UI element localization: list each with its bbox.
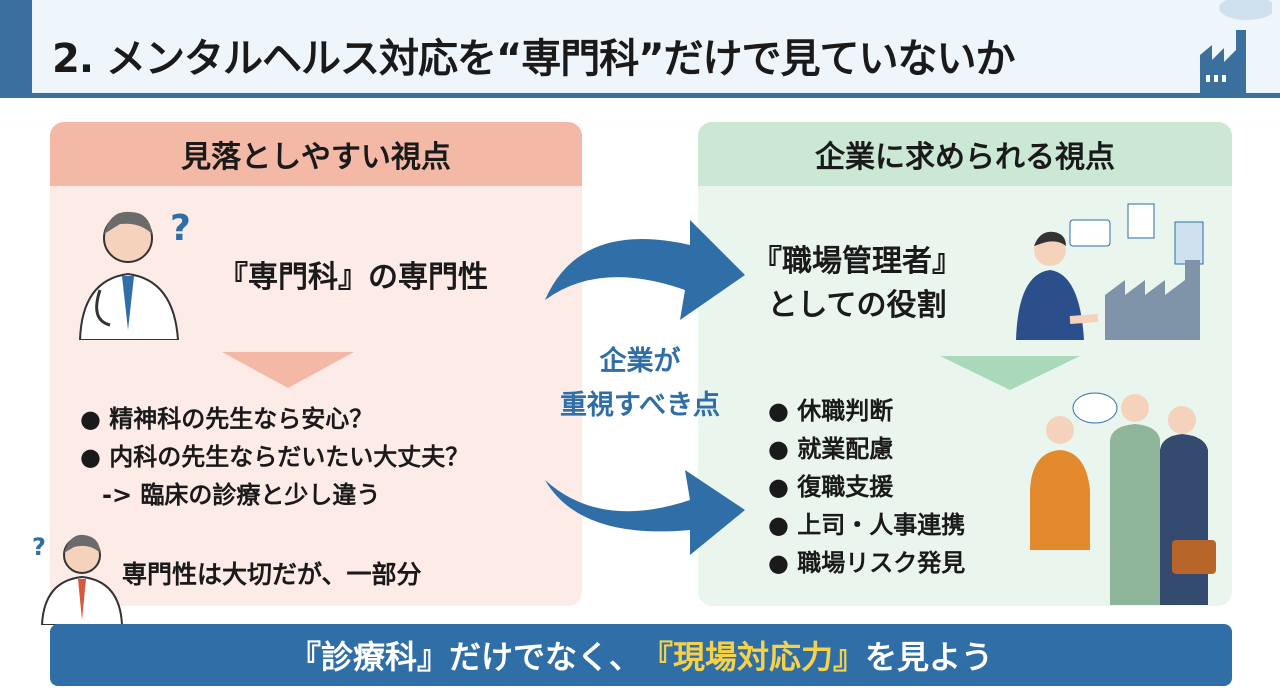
doctor-question-icon: ? [78, 208, 191, 340]
handshake-illustration [1030, 392, 1216, 605]
flow-arrows [545, 220, 745, 555]
doctor-small-icon: ? [32, 533, 124, 625]
center-label: 企業が重視すべき点 [559, 346, 721, 421]
left-footnote: 専門性は大切だが、一部分 [122, 560, 422, 589]
down-arrow-left [222, 352, 354, 388]
banner-text-2: を見よう [865, 638, 994, 676]
title-accent-bar [0, 0, 32, 98]
banner-highlight: 『現場対応力』 [640, 638, 865, 676]
right-bullet: ● 復職支援 [768, 473, 894, 501]
left-label: 『専門科』の専門性 [218, 260, 488, 295]
left-arrow-note: -> 臨床の診療と少し違う [102, 481, 381, 509]
right-label: 『職場管理者』としての役割 [752, 244, 962, 323]
right-bullet: ● 休職判断 [768, 397, 894, 425]
left-panel-heading: 見落としやすい視点 [50, 122, 582, 186]
page-title: 2. メンタルヘルス対応を“専門科”だけで見ていないか [52, 36, 1016, 82]
right-panel-heading: 企業に求められる視点 [698, 122, 1232, 186]
manager-factory-illustration [1016, 203, 1204, 340]
right-bullet: ● 職場リスク発見 [768, 549, 966, 577]
bottom-banner: 『診療科』だけでなく、『現場対応力』を見よう [50, 624, 1232, 686]
left-panel: 見落としやすい視点 [50, 122, 582, 606]
title-bar: 2. メンタルヘルス対応を“専門科”だけで見ていないか [0, 0, 1280, 98]
down-arrow-right [940, 356, 1080, 390]
right-bullet: ● 就業配慮 [768, 435, 894, 463]
left-bullet: ● 内科の先生ならだいたい大丈夫？ [80, 443, 470, 471]
banner-text-1: 『診療科』だけでなく、 [288, 638, 641, 676]
factory-icon [1200, 0, 1272, 98]
svg-text:?: ? [32, 533, 46, 561]
left-bullet: ● 精神科の先生なら安心？ [80, 405, 374, 433]
right-bullet: ● 上司・人事連携 [768, 511, 966, 539]
svg-text:?: ? [170, 208, 191, 249]
